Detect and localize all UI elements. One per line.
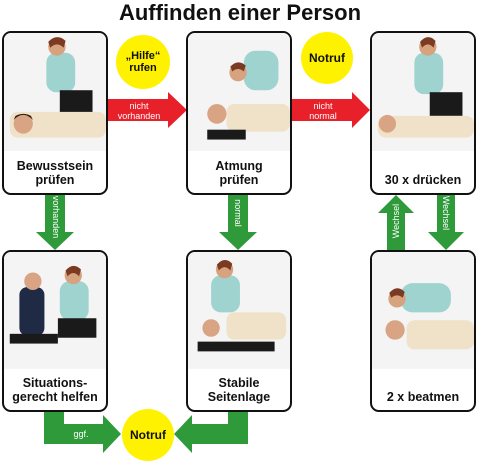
step-breathing-label: Atmung prüfen: [215, 159, 263, 187]
rescue-breaths-photo: [372, 252, 474, 369]
step-situational-label: Situations- gerecht helfen: [12, 376, 98, 404]
label-not-normal: nicht normal: [309, 101, 337, 121]
step-recovery-card: Stabile Seitenlage: [186, 250, 292, 412]
chest-compressions-photo: [372, 33, 474, 152]
green-arrow-exchange-down: [428, 195, 464, 250]
step-situational-card: Situations- gerecht helfen: [2, 250, 108, 412]
green-arrow-present: [36, 195, 74, 250]
red-arrow-not-present: [108, 92, 187, 128]
green-arrow-recovery-to-emergency: [174, 412, 248, 453]
emergency-call-circle-bottom: Notruf: [122, 409, 174, 461]
breathing-check-photo: [188, 33, 290, 152]
label-present: vorhanden: [51, 195, 61, 239]
situational-help-photo: [4, 252, 106, 369]
step-consciousness-label: Bewusstsein prüfen: [16, 159, 94, 187]
step-ventilations-label: 2 x beatmen: [386, 390, 460, 404]
emergency-call-circle-top: Notruf: [301, 32, 353, 84]
step-compressions-card: 30 x drücken: [370, 31, 476, 195]
green-arrow-if-necessary: [44, 412, 121, 453]
label-not-present: nicht vorhanden: [117, 101, 161, 121]
call-help-circle: „Hilfe“ rufen: [116, 35, 170, 89]
green-arrow-exchange-up: [378, 195, 414, 250]
red-arrow-not-normal: [292, 92, 370, 128]
step-consciousness-card: Bewusstsein prüfen: [2, 31, 108, 195]
step-breathing-card: Atmung prüfen: [186, 31, 292, 195]
label-exchange-up: Wechsel: [391, 203, 401, 239]
green-arrow-normal: [219, 195, 257, 250]
label-if-necessary: ggf.: [73, 429, 89, 439]
step-compressions-label: 30 x drücken: [384, 173, 462, 187]
step-ventilations-card: 2 x beatmen: [370, 250, 476, 412]
step-recovery-label: Stabile Seitenlage: [207, 376, 271, 404]
recovery-position-photo: [188, 252, 290, 369]
diagram-title: Auffinden einer Person: [118, 0, 362, 25]
cpr-check-photo: [4, 33, 106, 152]
